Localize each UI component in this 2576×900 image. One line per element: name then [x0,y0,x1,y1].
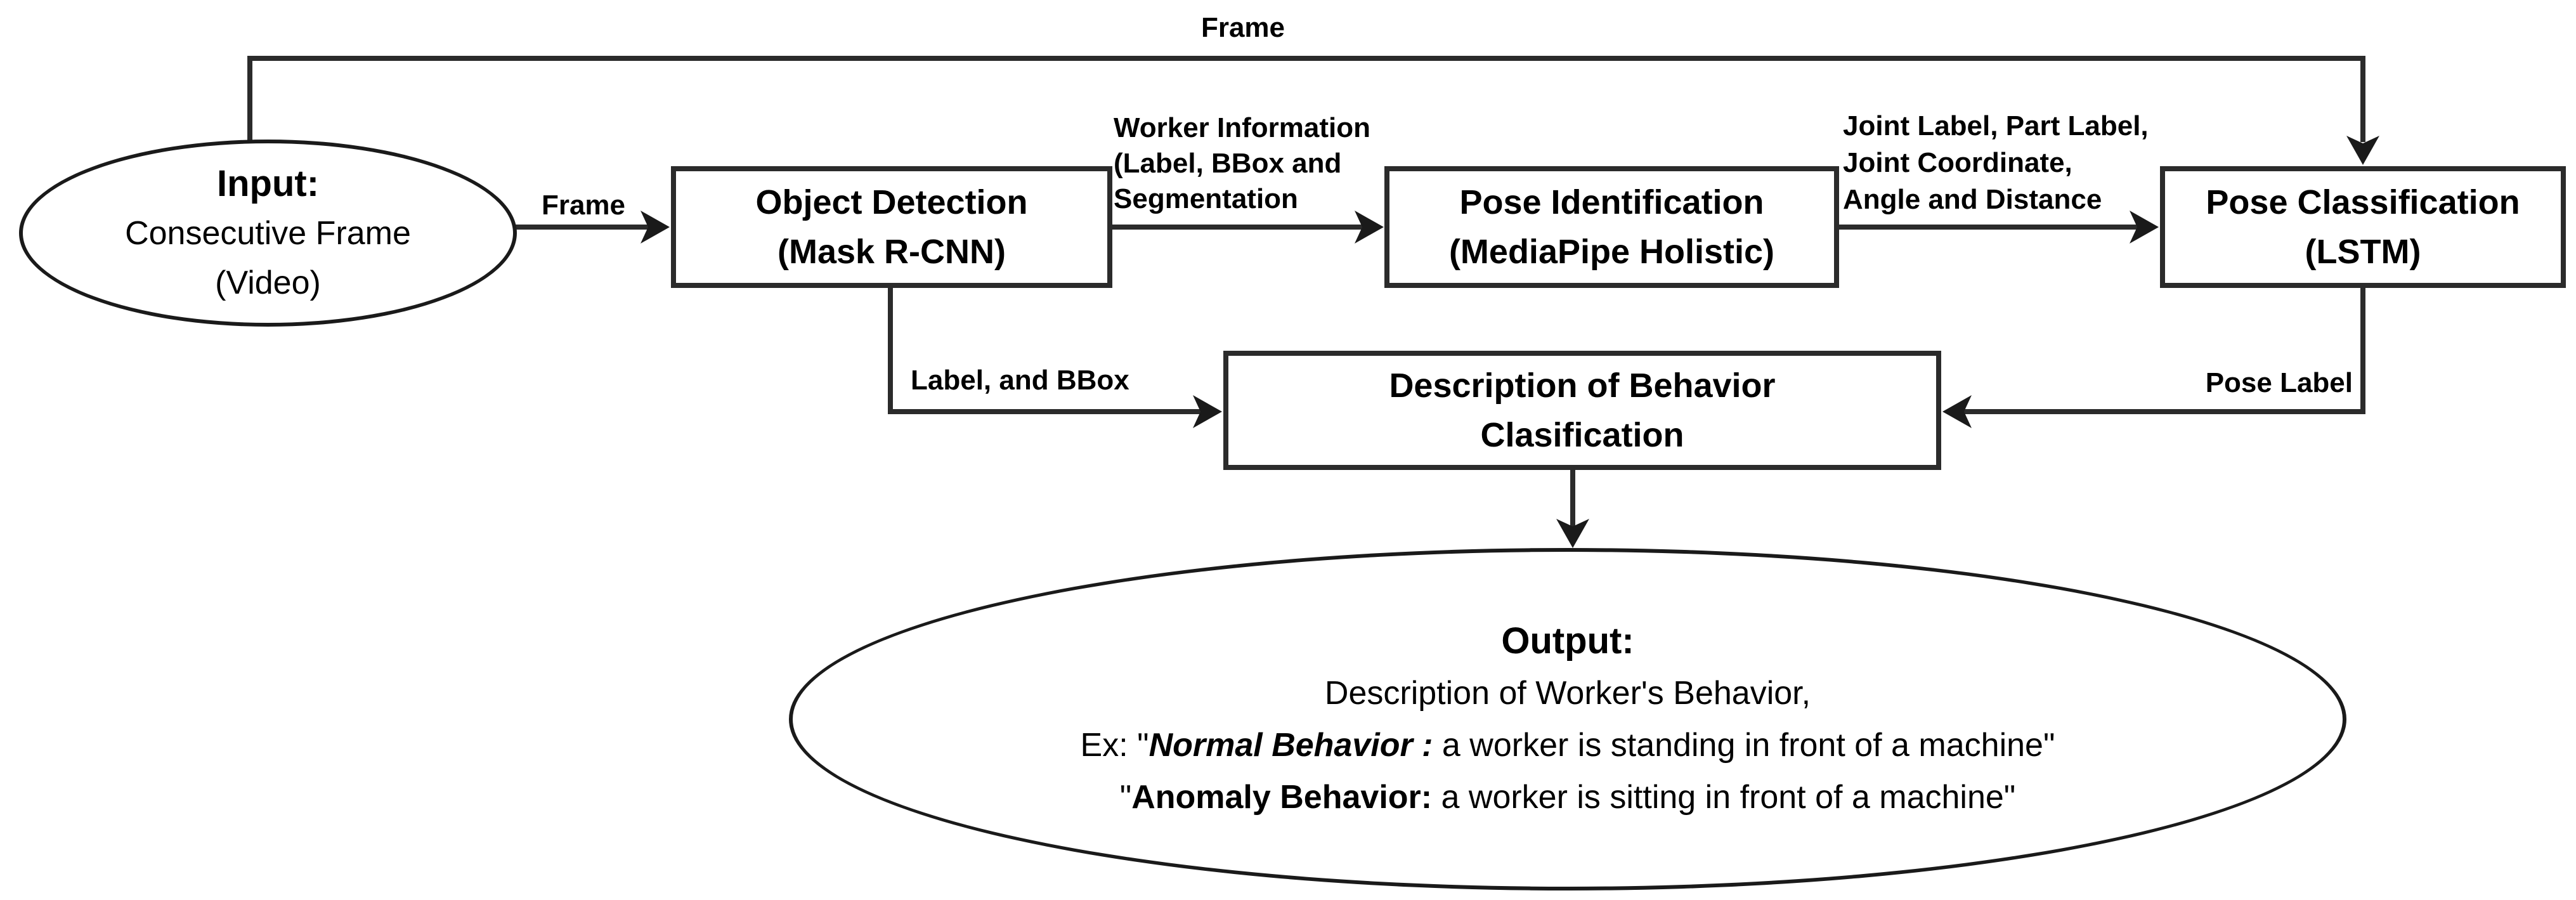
arrowhead-frame-loop-down [2346,136,2379,165]
output-node: Output: Description of Worker's Behavior… [789,548,2346,890]
output-node-line2: Ex: "Normal Behavior : a worker is stand… [1081,719,2055,771]
edge-label-frame-top: Frame [1200,12,1285,43]
description-node: Description of Behavior Clasification [1223,351,1941,470]
edge-label-joint-information-line1: Joint Label, Part Label, [1843,110,2149,141]
edge-label-worker-information-line2: (Label, BBox and [1114,148,1342,179]
arrowhead-input-to-od [641,211,670,244]
pose-identification-line1: Pose Identification [1459,183,1764,221]
edge-label-joint-information-line2: Joint Coordinate, [1843,147,2072,178]
edge-label-worker-information-line1: Worker Information [1114,112,1371,143]
object-detection-node: Object Detection (Mask R-CNN) [671,166,1112,288]
edge-label-joint-information: Joint Label, Part Label, Joint Coordinat… [1843,108,2149,218]
arrowhead-pi-to-pc [2130,211,2159,244]
arrowhead-pc-to-desc [1942,395,1972,428]
edge-frame-loop [247,56,2365,142]
output-line3-anomaly-behavior: Anomaly Behavior: [1131,779,1433,816]
description-line2: Clasification [1480,416,1684,454]
output-node-line3: "Anomaly Behavior: a worker is sitting i… [1120,771,2016,823]
arrowhead-od-to-pi [1355,211,1384,244]
arrowhead-od-to-desc [1193,395,1222,428]
input-node-line2: (Video) [215,264,321,301]
output-line2-normal-behavior: Normal Behavior : [1148,727,1433,764]
output-line3-prefix: " [1119,779,1132,816]
object-detection-line1: Object Detection [755,183,1028,221]
edge-od-to-desc [888,288,1202,414]
edge-label-frame-input: Frame [541,190,626,221]
pose-classification-node: Pose Classification (LSTM) [2160,166,2566,288]
input-node: Input: Consecutive Frame (Video) [19,140,517,327]
output-node-line1: Description of Worker's Behavior, [1324,675,1811,712]
output-line2-rest: a worker is standing in front of a machi… [1433,727,2055,764]
edge-label-worker-information-line3: Segmentation [1114,183,1298,214]
output-node-title: Output: [1501,620,1634,662]
edge-label-worker-information: Worker Information (Label, BBox and Segm… [1114,110,1370,217]
pose-classification-line1: Pose Classification [2206,183,2520,221]
output-line3-rest: a worker is sitting in front of a machin… [1432,779,2016,816]
edge-pc-to-desc [1963,288,2365,414]
edge-label-joint-information-line3: Angle and Distance [1843,184,2102,215]
pose-classification-line2: (LSTM) [2305,233,2421,271]
pose-identification-node: Pose Identification (MediaPipe Holistic) [1384,166,1839,288]
input-node-title: Input: [216,162,320,204]
description-line1: Description of Behavior [1389,367,1776,405]
arrowhead-desc-to-output [1556,519,1589,548]
object-detection-line2: (Mask R-CNN) [777,233,1006,271]
pose-identification-line2: (MediaPipe Holistic) [1448,233,1775,271]
edge-label-label-and-bbox: Label, and BBox [911,365,1129,396]
output-line2-prefix: Ex: " [1080,727,1149,764]
input-node-line1: Consecutive Frame [125,214,411,252]
edge-label-pose-label: Pose Label [2205,367,2353,398]
